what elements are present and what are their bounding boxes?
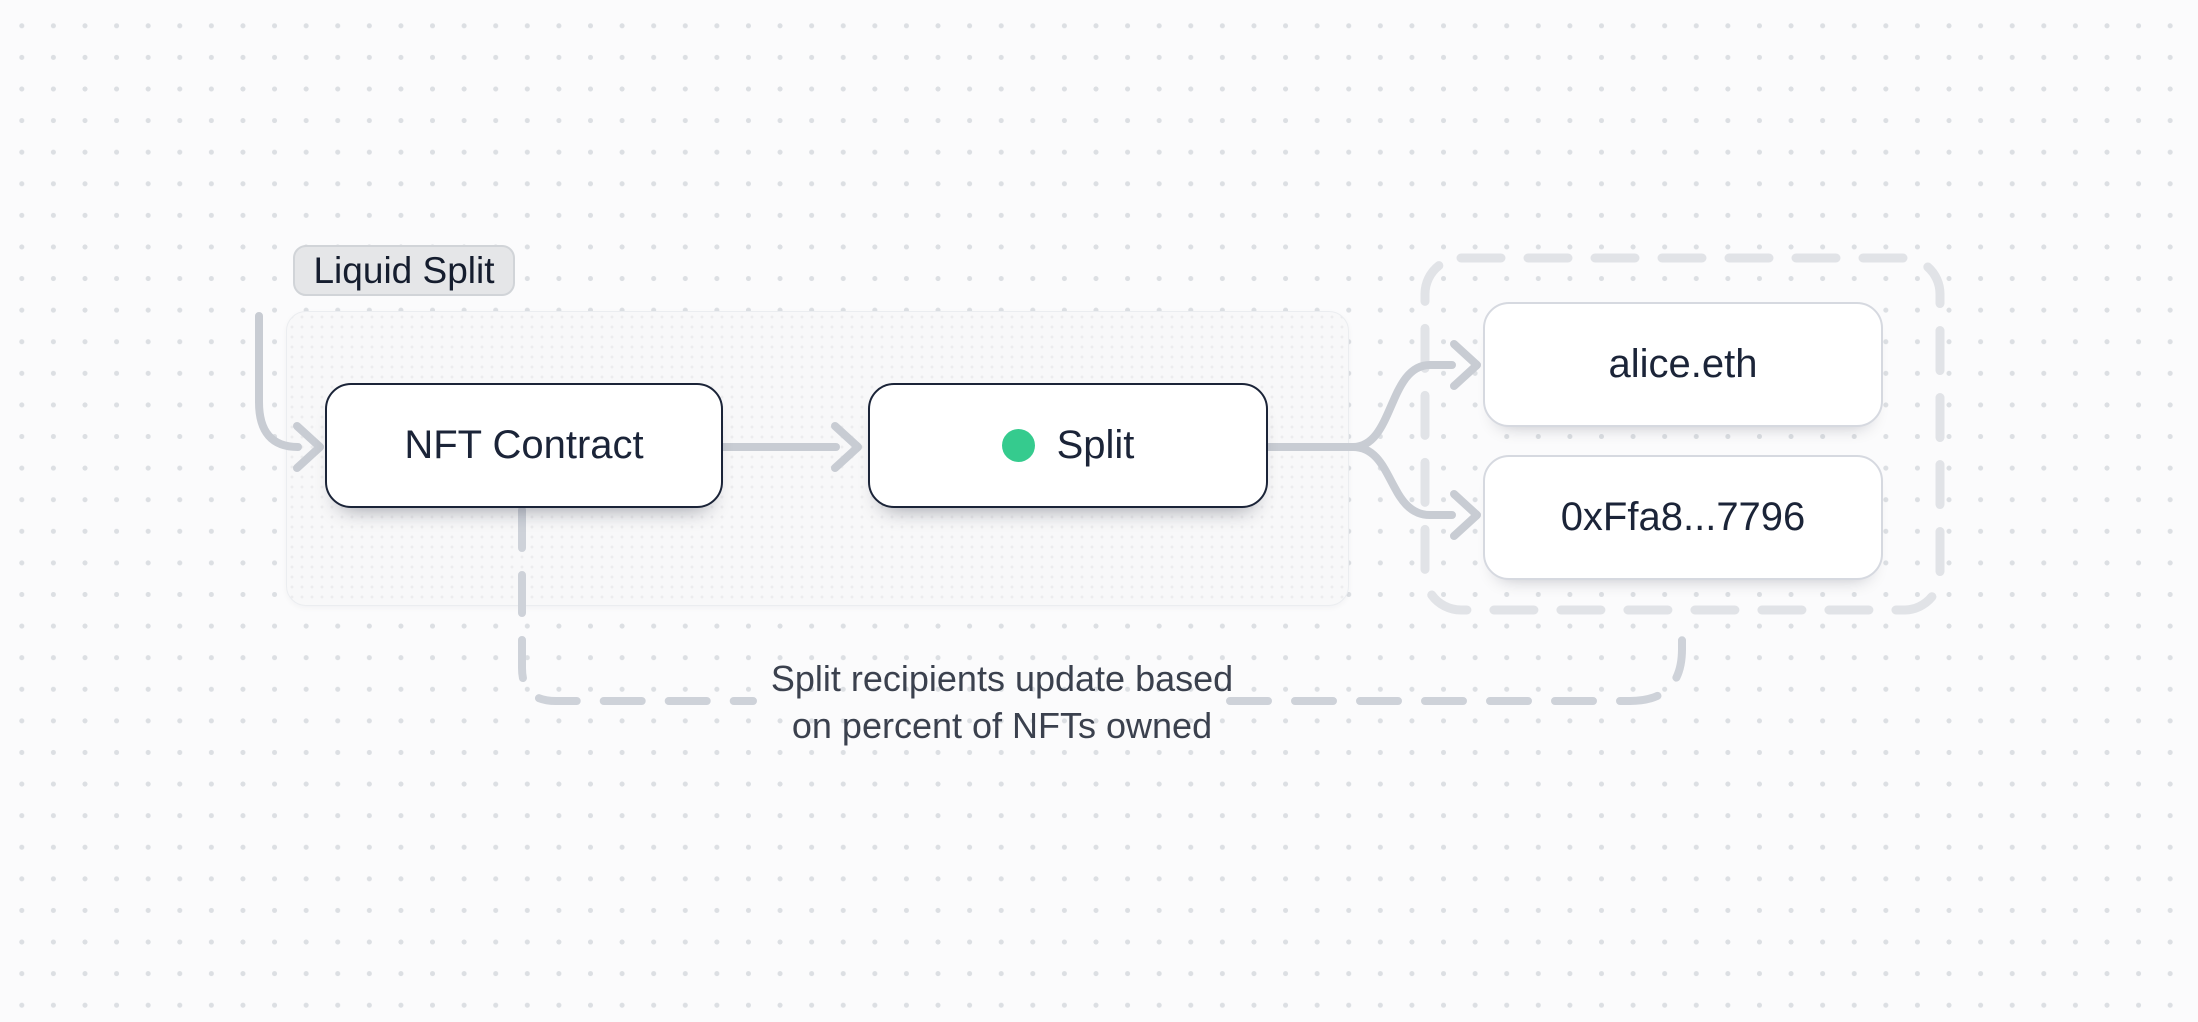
nft-to-split-arrowhead — [831, 422, 862, 472]
split-to-recipients-edge — [1264, 340, 1481, 540]
split-to-address-arrowhead — [1450, 490, 1481, 540]
nft-contract-label: NFT Contract — [404, 423, 644, 467]
node-nft-contract[interactable]: NFT Contract — [325, 383, 723, 508]
recipient-address-label: 0xFfa8...7796 — [1560, 495, 1806, 539]
diagram-title-badge: Liquid Split — [293, 245, 515, 296]
node-recipient-address[interactable]: 0xFfa8...7796 — [1483, 455, 1883, 580]
annotation-line-1: Split recipients update based — [770, 658, 1234, 699]
recipient-alice-label: alice.eth — [1608, 342, 1758, 386]
node-recipient-alice[interactable]: alice.eth — [1483, 302, 1883, 427]
incoming-edge-arrowhead — [293, 422, 324, 472]
feedback-edge-annotation: Split recipients update based on percent… — [702, 655, 1302, 749]
node-split[interactable]: Split — [868, 383, 1268, 508]
annotation-line-2: on percent of NFTs owned — [791, 705, 1213, 746]
feedback-dashed-edge — [518, 506, 1686, 705]
nft-to-split-edge — [719, 422, 862, 472]
diagram-title-label: Liquid Split — [313, 249, 495, 291]
split-status-dot-icon — [1001, 429, 1035, 462]
split-to-alice-arrowhead — [1450, 340, 1481, 390]
split-label: Split — [1056, 423, 1135, 467]
recipients-group-dashed-border — [1420, 253, 1945, 615]
incoming-edge — [255, 312, 324, 472]
